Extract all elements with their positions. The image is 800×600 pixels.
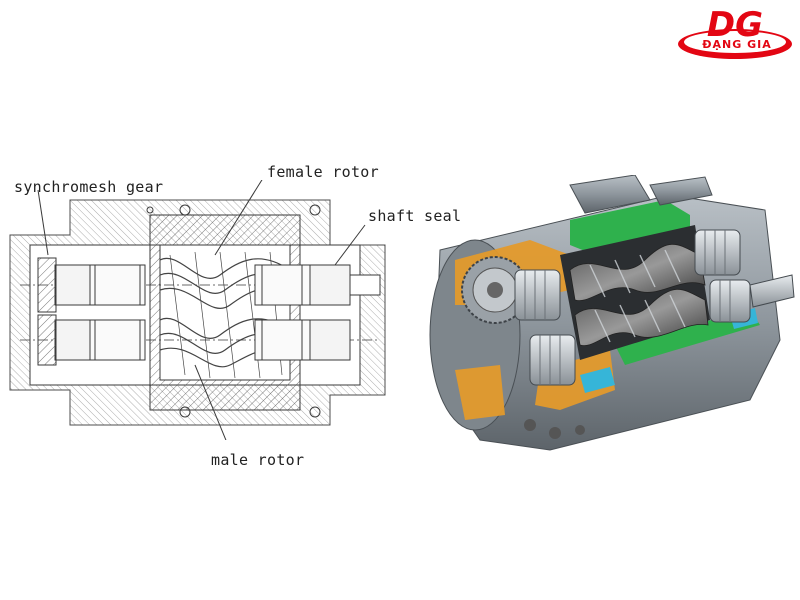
logo-tagline: ĐẠNG GIA — [702, 38, 772, 51]
label-shaft-seal: shaft seal — [368, 207, 462, 225]
technical-drawing — [9, 180, 386, 440]
dg-logo: DG — [678, 5, 792, 59]
logo-letters: DG — [707, 5, 763, 45]
cutaway-illustration — [429, 175, 795, 451]
label-female-rotor: female rotor — [267, 163, 379, 181]
label-male-rotor: male rotor — [211, 451, 305, 469]
label-synchromesh-gear: synchromesh gear — [14, 178, 164, 196]
